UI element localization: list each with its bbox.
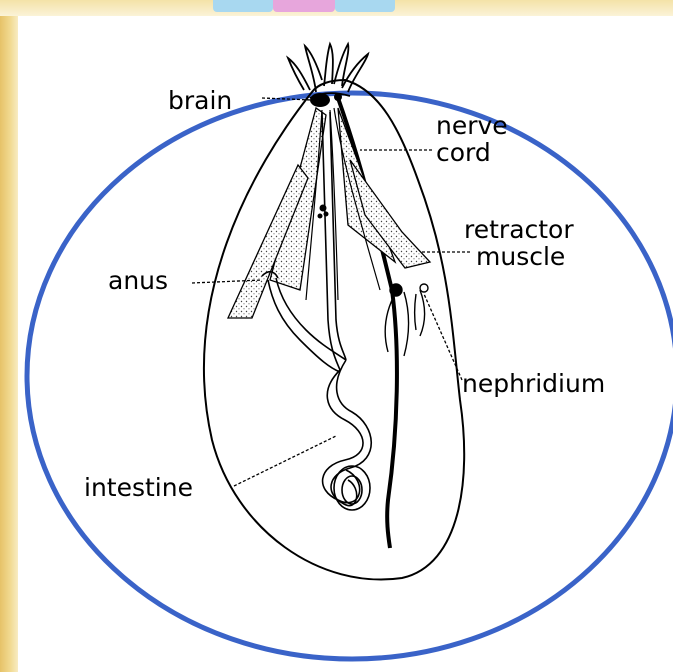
tentacles [288,44,368,98]
label-nerve-cord-line1: nerve [436,112,508,139]
label-anus: anus [108,268,168,293]
label-nephridium: nephridium [462,371,605,396]
label-brain: brain [168,88,232,113]
label-retractor-muscle-line2: muscle [464,243,574,270]
brain-ganglion [310,93,330,107]
label-nerve-cord-line2: cord [436,139,508,166]
label-retractor-muscle-line1: retractor [464,216,574,243]
label-intestine: intestine [84,475,193,500]
label-retractor-muscle: retractor muscle [464,216,574,270]
label-nerve-cord: nerve cord [436,112,508,166]
